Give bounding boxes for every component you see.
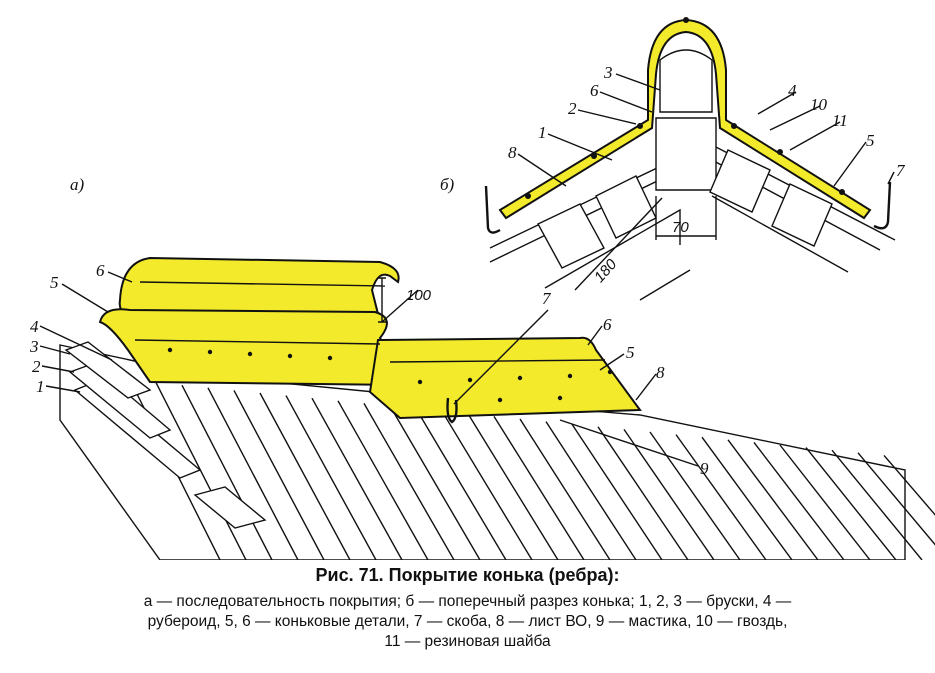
gutter-right (873, 181, 892, 230)
corrugation-line (441, 410, 533, 560)
wooden-bar-lower (193, 486, 267, 529)
callout-a-7: 7 (542, 289, 552, 308)
callout-b-5: 5 (866, 131, 875, 150)
panel-a-leader-lines (39, 271, 699, 467)
callout-a-3: 3 (29, 337, 39, 356)
corrugation-line (363, 403, 455, 560)
panel-b-nails (525, 17, 845, 199)
corrugation-line (701, 436, 793, 560)
nail-dots (167, 347, 613, 403)
nail-dot (517, 375, 523, 381)
wood-block-right-1 (709, 149, 771, 213)
corrugation-line (831, 449, 923, 560)
callout-b-3: 3 (603, 63, 613, 82)
corrugation-line (727, 439, 819, 560)
corrugation-line (519, 418, 611, 560)
nail-dot (567, 373, 573, 379)
nail-dot (417, 379, 423, 385)
corrugation-line (883, 454, 935, 516)
callout-a-1: 1 (36, 377, 45, 396)
bracket-7 (446, 397, 458, 424)
corrugation-line (597, 426, 689, 560)
nail-dot (167, 347, 173, 353)
dimension-180-lines (574, 197, 663, 291)
corrugation-line (337, 400, 429, 560)
nail-dot (557, 395, 563, 401)
wood-block-center (655, 117, 717, 191)
corrugation-line (467, 413, 559, 560)
ridge-covering-figure: а) 1 2 3 4 5 6 7 6 5 8 9 100 (29, 17, 935, 560)
wooden-bar-2 (68, 363, 172, 439)
nail-dot (247, 351, 253, 357)
ridge-element-5-left (98, 308, 410, 387)
wood-block-left-1 (537, 203, 605, 269)
caption-body: а — последовательность покрытия; б — поп… (22, 592, 913, 652)
callout-b-7: 7 (896, 161, 906, 180)
ridge-element-right (368, 336, 642, 420)
corrugation-line (571, 423, 663, 560)
nail-dot (607, 369, 613, 375)
callout-b-10: 10 (810, 95, 828, 114)
caption-title: Рис. 71. Покрытие конька (ребра): (315, 565, 620, 585)
dimension-180: 180 (591, 256, 621, 286)
callout-a-6: 6 (96, 261, 105, 280)
ridge-cover-section (498, 18, 872, 220)
callout-b-4: 4 (788, 81, 797, 100)
ridge-crest-line-2 (134, 339, 381, 345)
rafter-lines (544, 195, 849, 301)
corrugation-lines (129, 379, 935, 560)
figure-caption: Рис. 71. Покрытие конька (ребра): а — по… (0, 565, 935, 652)
corrugation-line (285, 395, 377, 560)
panel-b-drawing (484, 17, 896, 301)
dimension-100-lines (378, 277, 419, 323)
corrugation-line (675, 434, 767, 560)
corrugation-line (311, 397, 403, 560)
callout-b-1: 1 (538, 123, 547, 142)
corrugation-line (389, 405, 481, 560)
nail-dot (327, 355, 333, 361)
caption-line-1: а — последовательность покрытия; б — поп… (143, 593, 792, 610)
callout-a-8: 8 (656, 363, 665, 382)
dimension-100: 100 (406, 287, 432, 304)
dimension-70: 70 (672, 219, 689, 236)
callout-b-6: 6 (590, 81, 599, 100)
panel-a-label: а) (70, 175, 85, 194)
corrugation-line (545, 421, 637, 560)
corrugation-line (155, 382, 247, 560)
callout-a-6-right: 6 (603, 315, 612, 334)
corrugation-line (753, 441, 845, 560)
panel-b-label: б) (440, 175, 455, 194)
corrugation-line (857, 452, 935, 546)
corrugation-line (415, 408, 507, 560)
corrugation-line (779, 444, 871, 560)
corrugation-line (649, 431, 741, 560)
nail-dot (497, 397, 503, 403)
ridge-crest-line (139, 281, 386, 287)
corrugation-line (259, 392, 351, 560)
panel-b-leader-lines (517, 73, 895, 187)
callout-b-2: 2 (568, 99, 577, 118)
corrugation-line (805, 447, 897, 560)
corrugation-line (233, 390, 325, 560)
nail-dot (207, 349, 213, 355)
nail-dot (467, 377, 473, 383)
gutter-left (484, 185, 501, 234)
callout-a-9: 9 (700, 459, 709, 478)
callout-a-2: 2 (32, 357, 41, 376)
panel-a-drawing (59, 256, 935, 560)
callout-b-8: 8 (508, 143, 517, 162)
corrugation-line (181, 384, 273, 560)
callout-a-5-right: 5 (626, 343, 635, 362)
callout-b-11: 11 (832, 111, 848, 130)
caption-line-3: 11 — резиновая шайба (384, 633, 551, 650)
corrugation-line (207, 387, 299, 560)
wood-block-right-2 (771, 183, 833, 247)
wood-block-top (659, 49, 713, 113)
caption-line-2: рубероид, 5, 6 — коньковые детали, 7 — с… (147, 613, 788, 630)
nail-dot (287, 353, 293, 359)
corrugation-line (493, 416, 585, 560)
callout-a-5: 5 (50, 273, 59, 292)
corrugation-line (623, 429, 715, 560)
callout-a-4: 4 (30, 317, 39, 336)
